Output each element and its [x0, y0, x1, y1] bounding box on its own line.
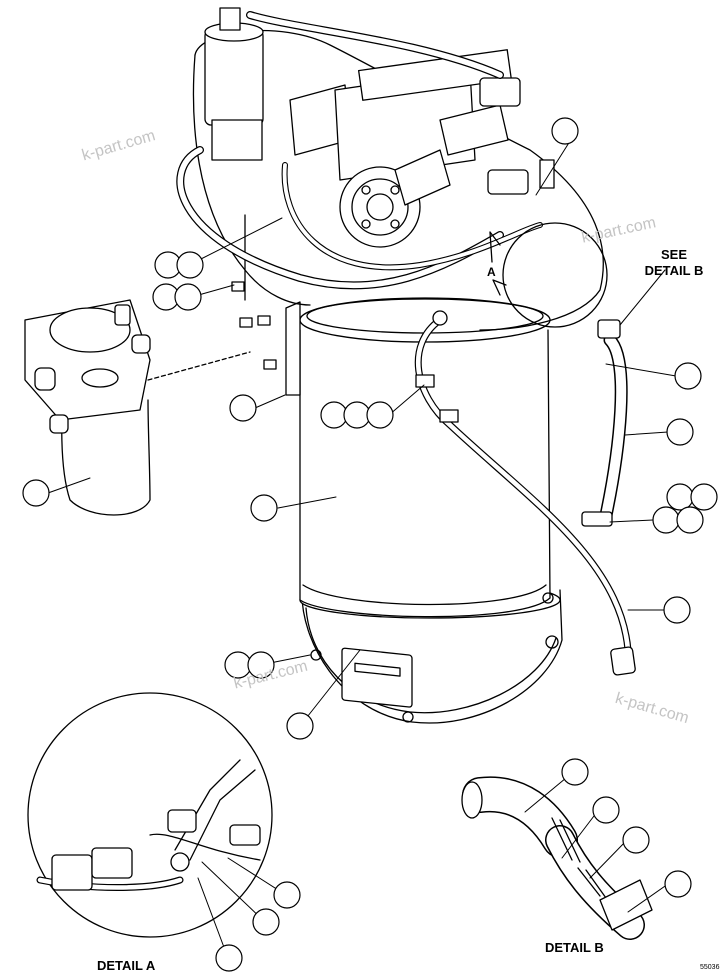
hoses — [176, 11, 636, 676]
document-number: 55036 — [700, 964, 720, 971]
arrow-a-label: A — [487, 265, 496, 279]
detail-arrow-up — [492, 279, 507, 296]
valve-assembly — [204, 7, 555, 248]
hydraulic-tank — [285, 297, 563, 724]
callout-balloons — [22, 117, 718, 972]
detail-arrow-down — [489, 231, 501, 263]
see-detail-line1: SEE — [660, 247, 687, 262]
detail-a — [27, 692, 273, 938]
detail-a-marker-circle — [502, 222, 608, 328]
filter-assembly — [24, 299, 251, 516]
detail-b — [461, 776, 653, 940]
see-detail-b-note: SEE DETAIL B — [624, 247, 724, 279]
detail-a-title: DETAIL A — [97, 958, 156, 973]
see-detail-line2: DETAIL B — [644, 263, 704, 278]
detail-b-title: DETAIL B — [545, 940, 604, 955]
